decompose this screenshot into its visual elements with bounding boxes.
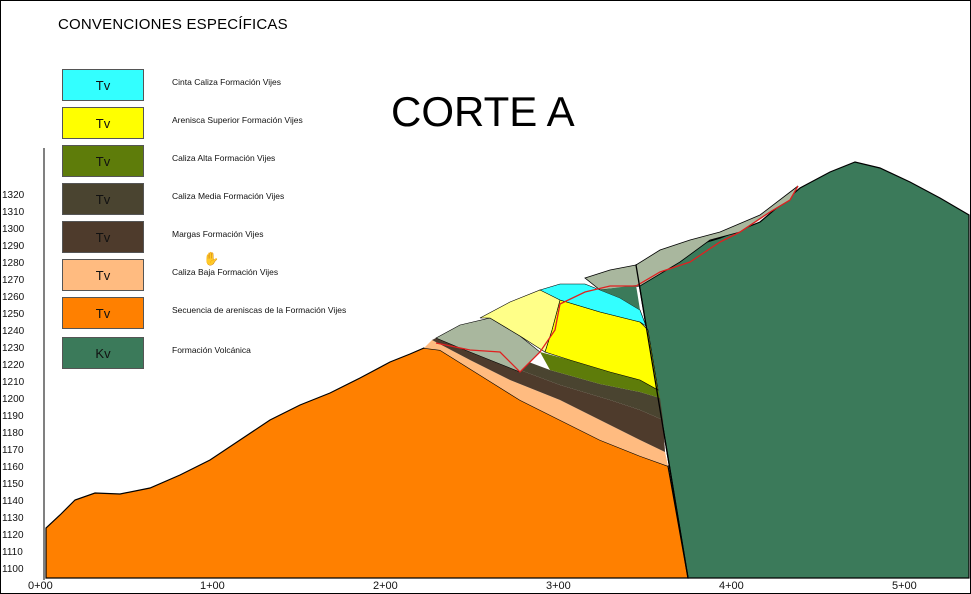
legend-label: Caliza Alta Formación Vijes [172,153,276,163]
x-tick-label: 3+00 [546,580,571,592]
legend-swatch: Tv [62,107,144,139]
y-tick-label: 1260 [2,292,25,303]
y-tick-label: 1150 [2,479,24,490]
margas-area [432,336,665,452]
x-tick-label: 5+00 [892,580,917,592]
y-tick-label: 1130 [2,513,24,524]
legend-label: Secuencia de areniscas de la Formación V… [172,305,347,315]
legend-label: Cinta Caliza Formación Vijes [172,77,281,87]
y-tick-label: 1290 [2,241,25,252]
legend-swatch: Tv [62,259,144,291]
legend-label: Formación Volcánica [172,345,251,355]
y-tick-label: 1220 [2,360,25,371]
legend-label: Arenisca Superior Formación Vijes [172,115,303,125]
legend-title: CONVENCIONES ESPECÍFICAS [58,16,288,33]
contact-line [435,185,799,373]
y-tick-label: 1170 [2,445,24,456]
x-tick-label: 0+00 [28,580,53,592]
y-tick-label: 1310 [2,207,25,218]
legend-item-caliza-media: Tv Caliza Media Formación Vijes [62,183,402,215]
legend-label: Margas Formación Vijes [172,229,264,239]
legend-swatch: Tv [62,221,144,253]
y-tick-label: 1280 [2,258,25,269]
y-tick-label: 1210 [2,377,25,388]
fault-top-area [600,285,640,310]
y-tick-label: 1300 [2,224,25,235]
legend-item-cinta-caliza: Tv Cinta Caliza Formación Vijes [62,69,402,101]
y-tick-label: 1230 [2,343,25,354]
legend-label: Caliza Media Formación Vijes [172,191,285,201]
y-tick-label: 1270 [2,275,25,286]
y-tick-label: 1200 [2,394,25,405]
hand-cursor-icon: ✋ [203,251,220,266]
y-tick-label: 1320 [2,190,25,201]
y-tick-label: 1180 [2,428,24,439]
legend-swatch: Tv [62,183,144,215]
legend-swatch: Tv [62,69,144,101]
x-tick-label: 4+00 [719,580,744,592]
legend-item-volcanica: Kv Formación Volcánica [62,337,402,369]
legend-item-areniscas-vijes: Tv Secuencia de areniscas de la Formació… [62,297,402,329]
legend-item-caliza-baja: Tv Caliza Baja Formación Vijes [62,259,402,291]
legend-swatch: Tv [62,145,144,177]
legend-label: Caliza Baja Formación Vijes [172,267,279,277]
section-title: CORTE A [391,88,575,135]
legend-swatch: Kv [62,337,144,369]
legend-swatch: Tv [62,297,144,329]
fault-line [635,264,689,579]
y-tick-label: 1250 [2,309,25,320]
legend-item-arenisca-superior: Tv Arenisca Superior Formación Vijes [62,107,402,139]
y-tick-label: 1110 [2,547,23,558]
y-tick-label: 1120 [2,530,24,541]
y-tick-label: 1100 [2,564,24,575]
arenisca-pale-area [479,289,561,353]
caliza-alta-area [540,352,660,398]
x-tick-label: 2+00 [373,580,398,592]
legend-item-caliza-alta: Tv Caliza Alta Formación Vijes [62,145,402,177]
y-tick-label: 1190 [2,411,24,422]
y-tick-label: 1160 [2,462,24,473]
y-tick-label: 1140 [2,496,24,507]
x-tick-label: 1+00 [200,580,225,592]
volcanic-formation-area [635,161,970,579]
caliza-baja-area [424,340,668,466]
y-tick-label: 1240 [2,326,25,337]
legend-item-margas: Tv Margas Formación Vijes [62,221,402,253]
